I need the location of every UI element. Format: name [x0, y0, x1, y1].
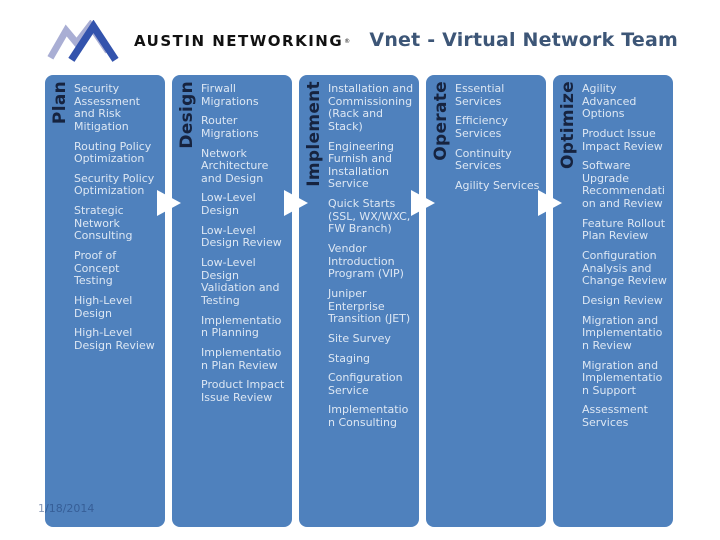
- service-item: Security Policy Optimization: [74, 171, 155, 198]
- service-item: Design Review: [582, 293, 663, 307]
- service-item: Migration and Implementation Review: [582, 313, 663, 352]
- service-item: Security Assessment and Risk Mitigation: [74, 82, 140, 133]
- service-item: Implementation Consulting: [328, 403, 409, 430]
- service-item: Feature Rollout Plan Review: [582, 216, 666, 243]
- service-item: Quick Starts (SSL, WX/WXC, FW Branch): [328, 197, 411, 236]
- service-item: Continuity Services: [455, 146, 512, 173]
- logo: AUSTIN NETWORKING®: [42, 18, 350, 64]
- phase-label-optimize: Optimize: [558, 81, 578, 169]
- flow-arrow-icon: [538, 190, 562, 216]
- service-item: Strategic Network Consulting: [74, 204, 133, 243]
- service-item: Agility Services: [455, 178, 540, 192]
- service-item: Software Upgrade Recommendation and Revi…: [582, 159, 665, 211]
- service-item: Essential Services: [455, 82, 505, 108]
- service-item: Product Impact Issue Review: [201, 378, 285, 404]
- service-item: Juniper Enterprise Transition (JET): [328, 286, 411, 326]
- flow-arrow-icon: [157, 190, 181, 216]
- service-item: Vendor Introduction Program (VIP): [328, 242, 404, 281]
- service-item: High-Level Design: [74, 293, 133, 320]
- flow-arrow-icon: [284, 190, 308, 216]
- phase-label-operate: Operate: [431, 81, 451, 161]
- service-item: Low-Level Design: [201, 191, 256, 218]
- registered-trademark-icon: ®: [344, 37, 351, 45]
- service-item: Implementation Plan Review: [201, 345, 282, 372]
- service-item: Configuration Service: [328, 371, 403, 397]
- service-item: Agility Advanced Options: [582, 82, 637, 121]
- service-item: Low-Level Design Validation and Testing: [201, 256, 280, 307]
- service-item: Engineering Furnish and Installation Ser…: [328, 139, 394, 191]
- service-item: Staging: [328, 351, 371, 365]
- service-item: Efficiency Services: [455, 114, 508, 140]
- service-item: Routing Policy Optimization: [74, 139, 152, 166]
- service-list: Installation and Commissioning (Rack and…: [299, 75, 419, 445]
- footer-date: 1/18/2014: [38, 502, 95, 515]
- phase-label-implement: Implement: [304, 81, 324, 187]
- logo-text: AUSTIN NETWORKING: [134, 32, 344, 50]
- service-item: Low-Level Design Review: [201, 223, 282, 250]
- service-item: Router Migrations: [201, 114, 259, 140]
- service-item: Implementation Planning: [201, 313, 282, 340]
- phase-label-plan: Plan: [50, 81, 70, 125]
- page-title: Vnet - Virtual Network Team: [369, 29, 678, 51]
- service-item: High-Level Design Review: [74, 326, 155, 352]
- service-item: Assessment Services: [582, 403, 648, 430]
- service-item: Proof of Concept Testing: [74, 249, 120, 288]
- service-item: Network Architecture and Design: [201, 146, 269, 185]
- service-item: Firwall Migrations: [201, 82, 259, 108]
- service-item: Configuration Analysis and Change Review: [582, 249, 667, 288]
- phase-label-design: Design: [177, 81, 197, 149]
- service-item: Installation and Commissioning (Rack and…: [328, 82, 414, 133]
- service-item: Product Issue Impact Review: [582, 126, 663, 153]
- flow-arrow-icon: [411, 190, 435, 216]
- logo-mountain-icon: [47, 20, 119, 62]
- service-item: Migration and Implementation Support: [582, 358, 663, 397]
- service-item: Site Survey: [328, 331, 391, 345]
